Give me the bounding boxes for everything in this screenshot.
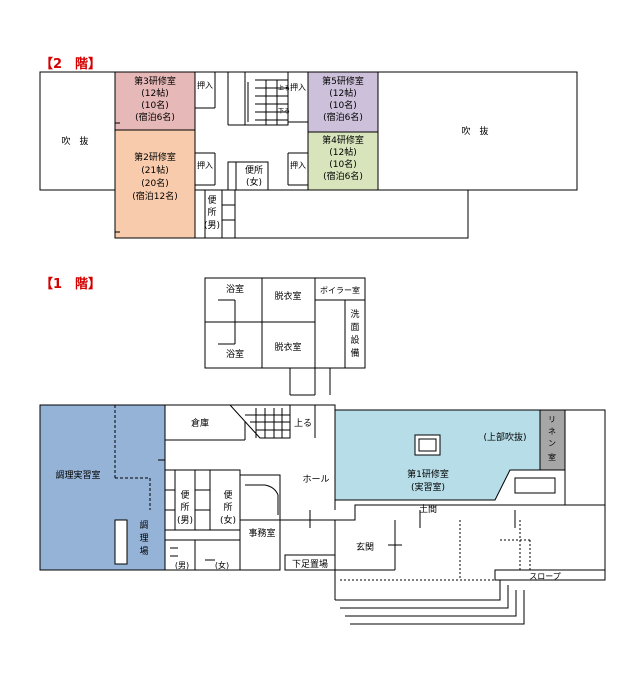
f2-fukinuke-right: 吹 抜: [461, 125, 488, 137]
f2-oshiire-3: 押入: [290, 82, 306, 92]
f1-wash-3: 設: [350, 334, 359, 346]
f1-shoe-area: 下足置場: [292, 558, 328, 570]
room4-size: (12帖): [329, 146, 356, 158]
f1-toilet-women-1: 便: [223, 489, 232, 501]
room3-area: [114, 71, 196, 131]
f1-dressing-2: 脱衣室: [274, 341, 301, 353]
room2-stay: (宿泊12名): [132, 190, 177, 202]
f2-oshiire-2: 押入: [197, 160, 213, 170]
f1-linen-2: ネ: [548, 427, 556, 436]
f1-bath-1: 浴室: [226, 283, 244, 295]
f1-room1-name: 第1研修室: [407, 468, 449, 480]
floor2-label: 【2 階】: [40, 57, 102, 72]
room5-stay: (宿泊6名): [323, 111, 363, 123]
f2-toilet-men-1: 便: [207, 194, 216, 206]
f1-entrance: 玄関: [356, 541, 374, 553]
room4-capacity: (10名): [329, 158, 356, 170]
room5-area: [307, 71, 379, 133]
room4-area: [307, 131, 379, 191]
f1-toilet-men-3: (男): [177, 515, 193, 526]
f1-cooking-room: 調理実習室: [55, 469, 100, 481]
f2-down: 下る: [278, 108, 290, 115]
f1-toilet-women-2: 所: [223, 502, 232, 513]
cooking-room-area: [39, 404, 166, 571]
room3-stay: (宿泊6名): [135, 111, 175, 123]
f2-toilet-men-2: 所: [207, 207, 216, 218]
f2-oshiire-4: 押入: [290, 160, 306, 170]
room3-capacity: (10名): [141, 99, 168, 111]
f1-toilet-men-1: 便: [180, 489, 189, 501]
f1-doma: 土間: [419, 503, 437, 515]
f1-fukinuke-upper: (上部吹抜): [483, 431, 526, 443]
floor2-plan: [39, 71, 578, 239]
room5-name: 第5研修室: [322, 75, 364, 87]
f1-boiler: ボイラー室: [320, 285, 360, 295]
f2-oshiire-1: 押入: [197, 80, 213, 90]
room5-size: (12帖): [329, 87, 356, 99]
f1-wash-4: 備: [350, 347, 359, 359]
f1-slope: スロープ: [529, 572, 561, 581]
f1-up: 上る: [294, 418, 312, 429]
f1-small-men: (男): [175, 561, 189, 570]
f1-toilet-women-3: (女): [220, 514, 236, 526]
f1-linen-1: リ: [548, 415, 556, 424]
f2-toilet-women-1: 便所: [245, 164, 263, 176]
f1-wash-1: 洗: [350, 308, 359, 320]
f1-storage: 倉庫: [191, 417, 209, 429]
f2-up: 上る: [278, 84, 290, 92]
room2-size: (21帖): [141, 164, 168, 176]
f2-toilet-men-3: (男): [204, 220, 220, 231]
f2-toilet-women-2: (女): [246, 176, 262, 188]
floor1-plan: [39, 277, 606, 625]
floor1-label: 【1 階】: [40, 277, 102, 292]
f1-wash-2: 面: [350, 322, 359, 333]
room3-size: (12帖): [141, 87, 168, 99]
f1-linen-3: ン: [548, 439, 556, 448]
room4-name: 第4研修室: [322, 134, 364, 146]
f1-kitchen-1: 調: [139, 519, 148, 531]
f1-room1-sub: (実習室): [411, 481, 445, 493]
f1-linen-4: 室: [548, 452, 556, 462]
f1-kitchen-2: 理: [139, 533, 148, 544]
room2-capacity: (20名): [141, 177, 168, 189]
f1-bath-2: 浴室: [226, 348, 244, 360]
room5-capacity: (10名): [329, 99, 356, 111]
room4-stay: (宿泊6名): [323, 170, 363, 182]
f2-fukinuke-left: 吹 抜: [61, 135, 88, 147]
room3-name: 第3研修室: [134, 75, 176, 87]
room2-area: [114, 129, 196, 239]
room2-name: 第2研修室: [134, 151, 176, 163]
f1-hall: ホール: [302, 474, 329, 485]
f1-dressing-1: 脱衣室: [274, 290, 301, 302]
f1-small-women: (女): [215, 560, 229, 570]
f1-toilet-men-2: 所: [180, 502, 189, 513]
f1-office: 事務室: [248, 527, 275, 539]
f1-kitchen-3: 場: [139, 545, 148, 557]
